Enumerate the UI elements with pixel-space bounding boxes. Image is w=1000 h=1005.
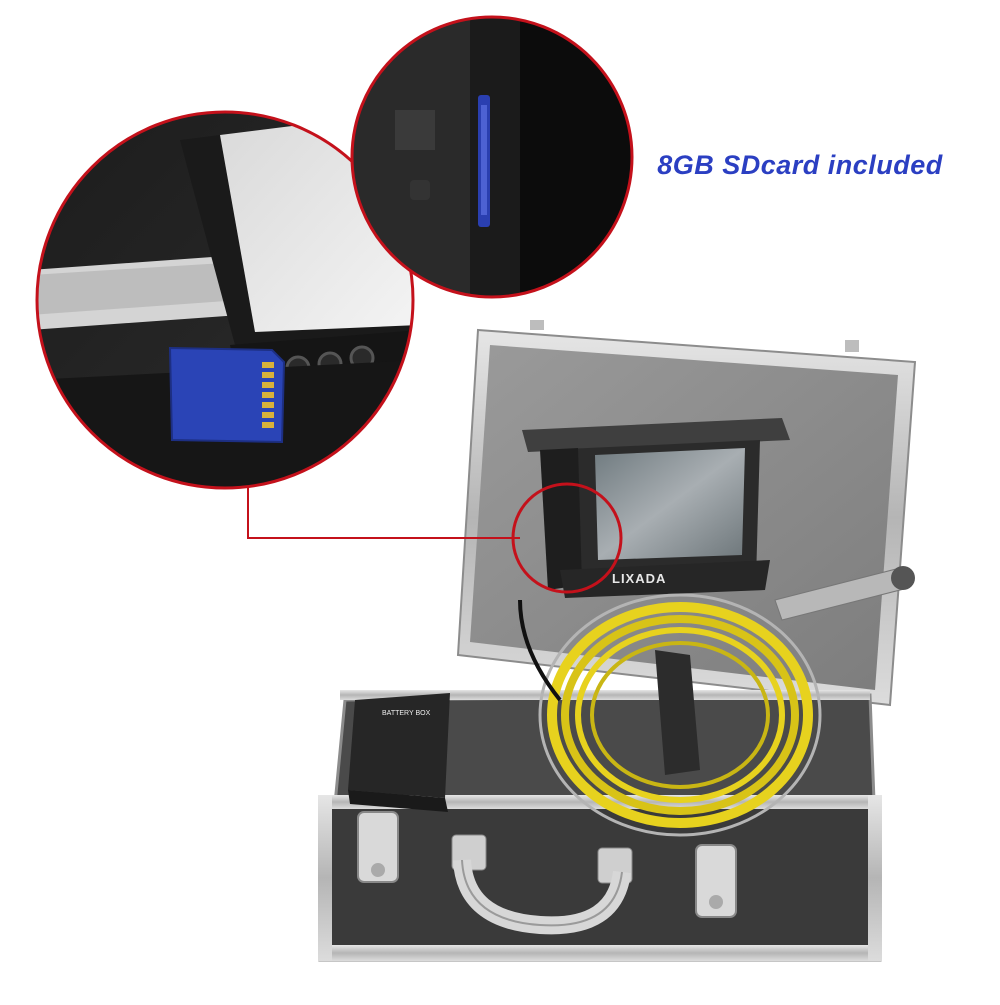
zoom-detail-card-slot	[352, 17, 632, 297]
case-handle	[451, 834, 633, 935]
callout-target-ring	[511, 482, 623, 594]
latch-left	[357, 811, 399, 883]
caption-text: 8GB SDcard included	[657, 150, 943, 180]
cable-reel	[538, 593, 822, 837]
battery-box-label: BATTERY BOX	[382, 710, 431, 717]
sd-card-icon	[168, 346, 286, 444]
battery-box	[348, 693, 450, 812]
brand-logo: LIXADA	[612, 571, 666, 586]
latch-right	[695, 844, 737, 918]
monitor-cable	[518, 599, 562, 702]
camera-probe	[774, 566, 915, 621]
